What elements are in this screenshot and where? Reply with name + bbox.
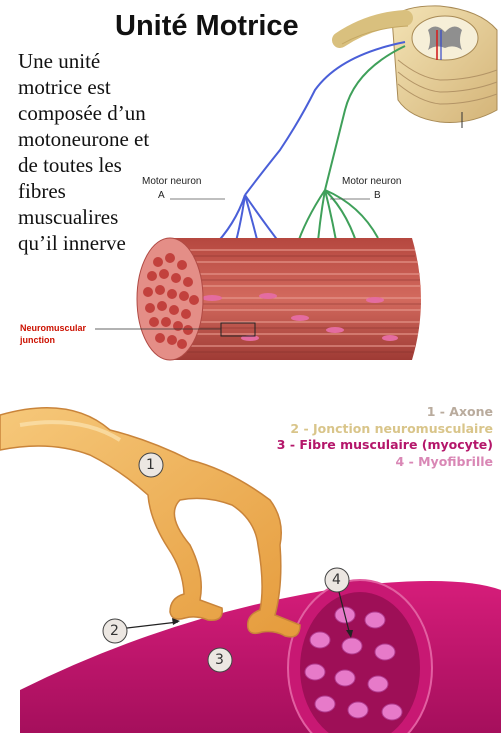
marker-2-number: 2: [110, 623, 119, 639]
legend-item-myofibrille: 4 - Myofibrille: [277, 454, 493, 471]
legend-item-axone: 1 - Axone: [277, 404, 493, 421]
legend-item-jonction: 2 - Jonction neuromusculaire: [277, 421, 493, 438]
marker-4-number: 4: [332, 572, 341, 588]
marker-1-number: 1: [146, 457, 155, 473]
legend-item-fibre: 3 - Fibre musculaire (myocyte): [277, 437, 493, 454]
axon: [0, 408, 300, 637]
legend: 1 - Axone 2 - Jonction neuromusculaire 3…: [277, 404, 493, 470]
marker-3-number: 3: [215, 652, 224, 668]
